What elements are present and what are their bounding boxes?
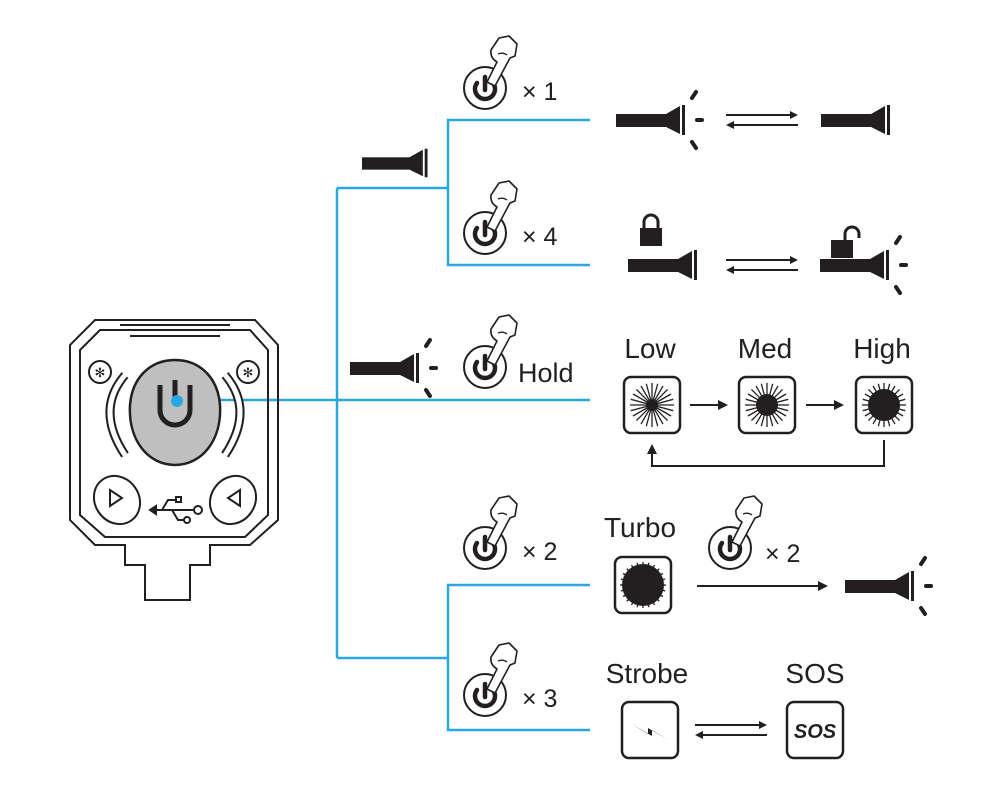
brightness-low-icon: [622, 375, 682, 435]
level-arrow: [690, 400, 728, 410]
press-button-icon: [464, 36, 517, 109]
toggle-arrow-icon: [725, 110, 799, 130]
press-button-icon: [464, 315, 517, 388]
strobe-icon: [620, 700, 680, 760]
flashlight-on-icon: [845, 558, 931, 614]
turbo-label: Turbo: [604, 512, 676, 543]
level-label-med: Med: [738, 333, 792, 364]
light-ray: [635, 407, 650, 422]
light-ray: [652, 408, 659, 427]
light-ray: [655, 406, 672, 417]
light-core: [756, 394, 778, 416]
light-ray: [652, 383, 659, 402]
device-power-button[interactable]: [128, 358, 222, 467]
press-count-x1: × 1: [522, 78, 557, 106]
light-ray: [653, 408, 664, 425]
light-ray: [654, 388, 669, 403]
flashlight-off-icon: [362, 148, 428, 178]
arrow-button-right[interactable]: [201, 467, 266, 533]
svg-text:✻: ✻: [95, 365, 106, 380]
connector-lines: [175, 118, 590, 732]
svg-text:✻: ✻: [243, 365, 254, 380]
light-ray: [640, 385, 651, 402]
sos-icon: SOS: [785, 700, 845, 760]
turbo-exit-arrow: [697, 581, 828, 591]
press-button-icon: [464, 181, 517, 254]
light-ray: [640, 408, 651, 425]
screw-icon: ✻: [236, 360, 260, 384]
toggle-arrow-icon: [725, 255, 799, 275]
press-count-x3: × 3: [522, 685, 557, 713]
screw-icon: ✻: [88, 360, 112, 384]
flashlight-on-icon: [616, 92, 702, 148]
light-ray: [630, 398, 649, 405]
press-count-x4: × 4: [522, 223, 558, 251]
level-label-low: Low: [624, 333, 676, 364]
top-bracket-line: [446, 118, 590, 267]
flashlight-on-icon: [350, 340, 436, 396]
strobe-label: Strobe: [606, 658, 689, 689]
arrow-button-left[interactable]: [85, 467, 150, 533]
locked-flashlight-icon: [628, 213, 697, 280]
toggle-arrow-icon: [694, 720, 768, 740]
press-count-x2: × 2: [522, 538, 557, 566]
hold-label: Hold: [518, 358, 574, 388]
press-button-icon: [464, 496, 517, 569]
sos-icon-text: SOS: [794, 721, 837, 743]
press-button-icon: [709, 496, 762, 569]
turbo-icon: [613, 555, 673, 615]
level-arrow: [806, 400, 844, 410]
device-illustration: ✻ ✻: [69, 319, 279, 601]
light-ray: [632, 406, 649, 417]
brightness-high-icon: [854, 375, 914, 435]
press-button-icon: [464, 643, 517, 716]
light-ray: [632, 393, 649, 404]
light-ray: [655, 393, 672, 404]
light-ray: [645, 383, 652, 402]
turbo-exit-count: × 2: [765, 540, 800, 568]
brightness-med-icon: [737, 375, 797, 435]
light-ray: [655, 398, 674, 405]
unlocked-flashlight-on-icon: [820, 225, 906, 293]
light-core: [868, 389, 900, 421]
light-ray: [653, 385, 664, 402]
usb-icon: [148, 496, 203, 524]
light-ray: [630, 405, 649, 412]
light-ray: [635, 388, 650, 403]
level-label-high: High: [853, 333, 911, 364]
cycle-back-arrow: [647, 440, 885, 467]
flashlight-off-icon: [821, 105, 890, 135]
light-core: [622, 564, 664, 606]
light-ray: [654, 407, 669, 422]
device-body: [69, 319, 279, 601]
sos-label: SOS: [785, 658, 844, 689]
connection-dot: [171, 395, 183, 407]
light-core: [646, 399, 658, 411]
bottom-bracket-line: [446, 583, 590, 732]
light-ray: [645, 408, 652, 427]
light-ray: [655, 405, 674, 412]
